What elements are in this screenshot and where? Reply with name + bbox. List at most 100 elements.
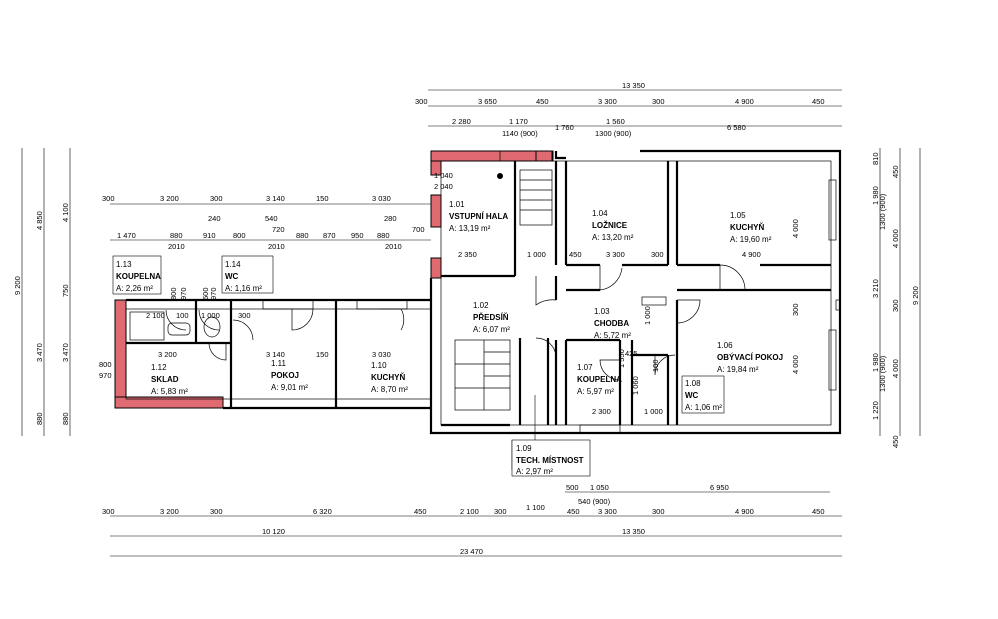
- svg-text:9 200: 9 200: [13, 276, 22, 295]
- svg-text:1.08: 1.08: [685, 379, 701, 388]
- svg-text:910: 910: [203, 231, 216, 240]
- svg-text:KUCHYŇ: KUCHYŇ: [730, 223, 764, 232]
- room-label-1-09: 1.09 TECH. MÍSTNOST A: 2,97 m²: [511, 439, 591, 477]
- svg-text:4 000: 4 000: [891, 229, 900, 248]
- svg-text:720: 720: [272, 225, 285, 234]
- svg-text:2 100: 2 100: [460, 507, 479, 516]
- svg-text:LOŽNICE: LOŽNICE: [592, 221, 628, 230]
- svg-text:4 000: 4 000: [791, 355, 800, 374]
- svg-text:450: 450: [414, 507, 427, 516]
- top-dimensions: 13 350 300 3 650 450 3 300 300 4 900 450…: [415, 81, 825, 138]
- room-label-1-12: 1.12 SKLAD A: 5,83 m²: [151, 363, 188, 396]
- svg-text:100: 100: [176, 311, 189, 320]
- svg-text:750: 750: [61, 284, 70, 297]
- svg-text:A: 19,60 m²: A: 19,60 m²: [730, 235, 772, 244]
- svg-text:CHODBA: CHODBA: [594, 319, 629, 328]
- svg-text:9 200: 9 200: [911, 286, 920, 305]
- room-label-1-11: 1.11 POKOJ A: 9,01 m²: [271, 359, 308, 392]
- svg-text:300: 300: [102, 194, 115, 203]
- svg-text:300: 300: [210, 194, 223, 203]
- svg-text:1140 (900): 1140 (900): [502, 129, 538, 138]
- svg-text:700: 700: [412, 225, 425, 234]
- svg-text:1300 (900): 1300 (900): [595, 129, 632, 138]
- svg-text:880: 880: [170, 231, 183, 240]
- svg-text:A: 8,70 m²: A: 8,70 m²: [371, 385, 408, 394]
- svg-text:2 040: 2 040: [434, 182, 453, 191]
- svg-text:3 200: 3 200: [160, 194, 179, 203]
- svg-text:970: 970: [179, 287, 188, 300]
- svg-text:1300 (900): 1300 (900): [878, 193, 887, 230]
- svg-text:280: 280: [384, 214, 397, 223]
- svg-text:1.02: 1.02: [473, 301, 489, 310]
- svg-text:A: 6,07 m²: A: 6,07 m²: [473, 325, 510, 334]
- svg-text:970: 970: [99, 371, 112, 380]
- svg-text:880: 880: [35, 412, 44, 425]
- svg-text:4 850: 4 850: [35, 211, 44, 230]
- svg-text:2 350: 2 350: [458, 250, 477, 259]
- svg-text:1 000: 1 000: [644, 407, 663, 416]
- svg-text:KOUPELNA: KOUPELNA: [577, 375, 622, 384]
- svg-text:800: 800: [233, 231, 246, 240]
- room-label-1-03: 1.03 CHODBA A: 5,72 m²: [594, 307, 631, 340]
- svg-text:300: 300: [652, 507, 665, 516]
- right-vertical-dimensions: 810 450 1 980 1300 (900) 4 000 9 200 3 2…: [871, 152, 920, 448]
- svg-text:2010: 2010: [385, 242, 402, 251]
- svg-text:SKLAD: SKLAD: [151, 375, 179, 384]
- svg-text:KUCHYŇ: KUCHYŇ: [371, 373, 405, 382]
- room-label-1-13: 1.13 KOUPELNA A: 2,26 m²: [112, 255, 162, 295]
- svg-text:300: 300: [415, 97, 428, 106]
- svg-text:2 280: 2 280: [452, 117, 471, 126]
- svg-text:1300 (900): 1300 (900): [878, 355, 887, 392]
- room-label-1-05: 1.05 KUCHYŇ A: 19,60 m²: [730, 211, 772, 244]
- svg-text:540: 540: [265, 214, 278, 223]
- svg-text:300: 300: [891, 299, 900, 312]
- svg-text:450: 450: [536, 97, 549, 106]
- svg-text:1.06: 1.06: [717, 341, 733, 350]
- svg-text:1.11: 1.11: [271, 359, 287, 368]
- svg-text:1 560: 1 560: [606, 117, 625, 126]
- svg-text:A: 2,97 m²: A: 2,97 m²: [516, 467, 553, 476]
- svg-text:3 030: 3 030: [372, 350, 391, 359]
- svg-text:WC: WC: [685, 391, 699, 400]
- svg-text:1.01: 1.01: [449, 200, 465, 209]
- svg-text:1 980: 1 980: [871, 186, 880, 205]
- new-walls: [114, 150, 554, 409]
- svg-text:425: 425: [625, 349, 638, 358]
- svg-text:300: 300: [102, 507, 115, 516]
- svg-text:970: 970: [209, 287, 218, 300]
- svg-text:300: 300: [494, 507, 507, 516]
- svg-text:1.07: 1.07: [577, 363, 593, 372]
- inner-dimensions: 1 040 2 040 2 350 1 000 450 3 300 300 4 …: [99, 171, 800, 416]
- svg-text:1.13: 1.13: [116, 260, 132, 269]
- room-label-1-10: 1.10 KUCHYŇ A: 8,70 m²: [371, 361, 408, 394]
- room-label-1-01: 1.01 VSTUPNÍ HALA A: 13,19 m²: [449, 200, 508, 233]
- svg-text:KOUPELNA: KOUPELNA: [116, 272, 161, 281]
- svg-text:3 470: 3 470: [35, 343, 44, 362]
- svg-text:450: 450: [567, 507, 580, 516]
- svg-text:4 900: 4 900: [735, 507, 754, 516]
- svg-text:1.09: 1.09: [516, 444, 532, 453]
- svg-text:1 980: 1 980: [871, 353, 880, 372]
- svg-text:1 170: 1 170: [509, 117, 528, 126]
- svg-text:1 000: 1 000: [643, 306, 652, 325]
- svg-text:3 200: 3 200: [160, 507, 179, 516]
- svg-text:3 300: 3 300: [598, 97, 617, 106]
- svg-text:A: 5,83 m²: A: 5,83 m²: [151, 387, 188, 396]
- staircase: [454, 169, 553, 411]
- svg-text:300: 300: [651, 250, 664, 259]
- svg-text:1 000: 1 000: [201, 311, 220, 320]
- svg-text:1 050: 1 050: [590, 483, 609, 492]
- svg-text:10 120: 10 120: [262, 527, 285, 536]
- svg-text:1 550: 1 550: [617, 349, 626, 368]
- svg-text:880: 880: [61, 412, 70, 425]
- svg-text:1 000: 1 000: [527, 250, 546, 259]
- svg-text:3 210: 3 210: [871, 279, 880, 298]
- room-label-1-06: 1.06 OBÝVACÍ POKOJ A: 19,84 m²: [717, 341, 783, 374]
- svg-text:6 950: 6 950: [710, 483, 729, 492]
- svg-text:A: 1,06 m²: A: 1,06 m²: [685, 403, 722, 412]
- svg-text:3 140: 3 140: [266, 194, 285, 203]
- svg-text:880: 880: [296, 231, 309, 240]
- svg-text:2010: 2010: [168, 242, 185, 251]
- room-label-1-04: 1.04 LOŽNICE A: 13,20 m²: [592, 209, 634, 242]
